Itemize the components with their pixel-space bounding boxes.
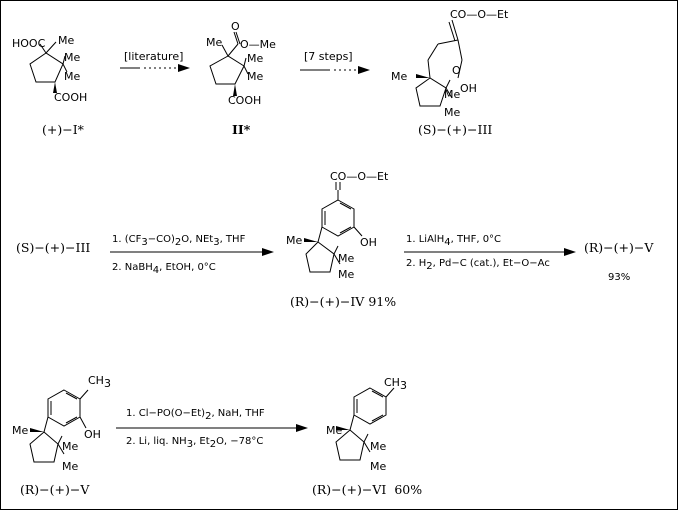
atom-me: Me: [62, 440, 78, 453]
atom-co-o-et: CO—O—Et: [450, 8, 509, 21]
atom-co-o-et: CO—O—Et: [330, 170, 389, 183]
atom-me: Me: [444, 106, 460, 119]
compound-2-label: II*: [232, 122, 251, 137]
compound-2-structure: O O—Me Me Me Me COOH: [206, 20, 276, 107]
conditions-4-line1: 1. LiAlH4, THF, 0°C: [406, 234, 501, 248]
arrow-2-label: [7 steps]: [304, 50, 353, 63]
row2-start-label: (S)−(+)−III: [16, 240, 90, 255]
arrow-5: [116, 424, 308, 432]
atom-me: Me: [444, 88, 460, 101]
atom-hooc: HOOC: [12, 37, 46, 50]
arrow-1-label: [literature]: [124, 50, 183, 63]
atom-me: Me: [62, 460, 78, 473]
atom-me: Me: [64, 51, 80, 64]
compound-6-structure: CH3 Me Me Me: [326, 376, 407, 473]
atom-me: Me: [338, 252, 354, 265]
atom-me: Me: [247, 52, 263, 65]
conditions-3-line2: 2. NaBH4, EtOH, 0°C: [112, 262, 216, 276]
atom-me: Me: [391, 70, 407, 83]
atom-ch3: CH3: [88, 374, 111, 390]
conditions-5-line1: 1. Cl−PO(O−Et)2, NaH, THF: [126, 408, 265, 422]
compound-3-structure: CO—O—Et O OH Me Me Me: [391, 8, 509, 119]
conditions-4-line2: 2. H2, Pd−C (cat.), Et−O−Ac: [406, 258, 550, 272]
atom-me: Me: [247, 70, 263, 83]
atom-me: Me: [286, 234, 302, 247]
compound-5-label: (R)−(+)−V: [584, 240, 654, 255]
atom-o-me: O—Me: [240, 38, 276, 51]
atom-me: Me: [326, 424, 342, 437]
atom-me: Me: [370, 440, 386, 453]
atom-me: Me: [58, 34, 74, 47]
compound-1-structure: HOOC Me Me Me COOH: [12, 34, 87, 104]
compound-4-structure: CO—O—Et OH Me Me Me: [286, 170, 389, 281]
atom-me: Me: [338, 268, 354, 281]
compound-3-label: (S)−(+)−III: [418, 122, 492, 137]
compound-5-yield: 93%: [608, 272, 630, 283]
atom-me: Me: [64, 70, 80, 83]
atom-oh: OH: [460, 82, 477, 95]
arrow-1: [120, 64, 190, 72]
atom-o: O: [452, 64, 461, 77]
atom-oh: OH: [360, 236, 377, 249]
atom-ch3: CH3: [384, 376, 407, 392]
compound-1-label: (+)−I*: [42, 122, 85, 137]
arrow-2: [300, 66, 370, 74]
atom-o: O: [231, 20, 240, 33]
arrow-4: [404, 248, 576, 256]
atom-cooh: COOH: [228, 94, 261, 107]
conditions-3-line1: 1. (CF3−CO)2O, NEt3, THF: [112, 234, 246, 248]
atom-me: Me: [206, 36, 222, 49]
atom-oh: OH: [84, 428, 101, 441]
atom-me: Me: [12, 424, 28, 437]
atom-cooh: COOH: [54, 91, 87, 104]
compound-5-structure: CH3 OH Me Me Me: [12, 374, 111, 473]
conditions-5-line2: 2. Li, liq. NH3, Et2O, −78°C: [126, 436, 263, 450]
arrow-3: [110, 248, 274, 256]
row3-start-label: (R)−(+)−V: [20, 482, 90, 497]
atom-me: Me: [370, 460, 386, 473]
